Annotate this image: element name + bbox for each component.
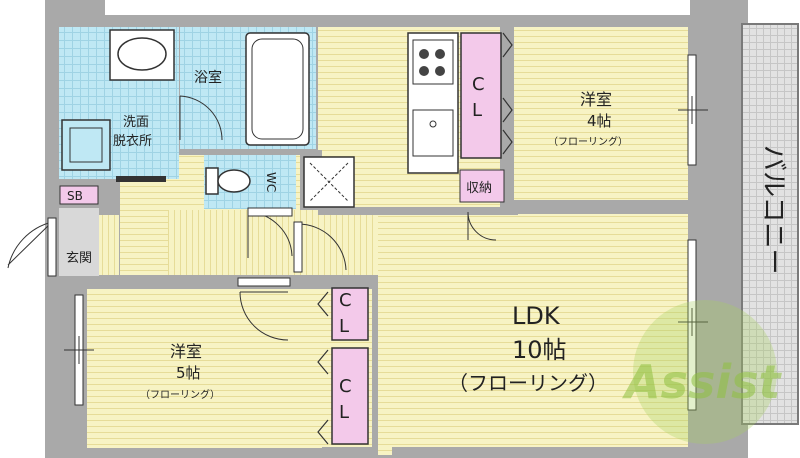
toilet-bowl: [217, 169, 251, 193]
entrance-tile: [59, 208, 99, 276]
watermark-text: Assist: [622, 355, 783, 409]
wall-column-right: [690, 0, 748, 458]
ldk-size: 10帖: [512, 336, 567, 364]
washroom-label-2: 脱衣所: [113, 133, 152, 149]
closet-bedroom2-b: [331, 347, 369, 445]
bedroom2-name: 洋室: [170, 342, 202, 361]
watermark-circle: [633, 300, 777, 444]
closet-kitchen-label-l: L: [472, 100, 482, 121]
bath-label: 浴室: [194, 69, 222, 86]
svg-text:L: L: [339, 316, 349, 337]
balcony-area: [742, 24, 798, 424]
ldk-floor: （フローリング）: [448, 371, 608, 395]
stove: [412, 39, 454, 85]
closet-kitchen-label-c: C: [472, 74, 485, 95]
storage-label: 収納: [466, 181, 492, 196]
washroom-label-1: 洗面: [123, 115, 149, 130]
toilet-label: WC: [264, 172, 278, 192]
bedroom1-size: 4帖: [587, 112, 612, 130]
entrance-label: 玄関: [66, 251, 92, 266]
ldk-name: LDK: [512, 302, 561, 330]
closet-bedroom2-a: [331, 287, 369, 341]
shoe-box: [59, 185, 99, 205]
closet-kitchen: [460, 32, 502, 159]
toilet-tank: [205, 167, 219, 195]
bedroom1-floor: [512, 27, 688, 207]
kitchen-sink: [412, 109, 454, 157]
bedroom2-floor: （フローリング）: [140, 388, 220, 401]
shoe-box-label: SB: [67, 189, 83, 203]
wall-column-topleft: [45, 0, 105, 20]
bath-door: [179, 95, 223, 141]
svg-text:L: L: [339, 402, 349, 423]
washroom-door-rail: [116, 176, 166, 182]
storage-closet: [459, 169, 505, 203]
bedroom1-name: 洋室: [580, 90, 612, 109]
bedroom2-size: 5帖: [176, 364, 201, 382]
balcony-railing: [741, 23, 799, 425]
hallway-floor-2: [168, 210, 378, 280]
entrance-door: [7, 221, 53, 269]
bedroom1-floor: （フローリング）: [548, 135, 628, 148]
bedroom2-floor: [86, 288, 322, 448]
balcony-label: バルコニー: [758, 145, 788, 274]
svg-text:C: C: [339, 290, 352, 311]
svg-text:C: C: [339, 376, 352, 397]
